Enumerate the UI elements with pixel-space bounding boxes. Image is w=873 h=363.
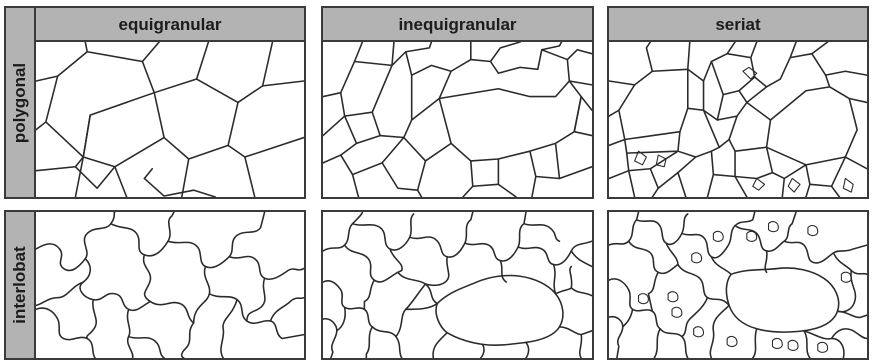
row-label-polygonal: polygonal [10, 62, 30, 142]
grain-texture-interlobat-seriat [609, 212, 867, 358]
grain-texture-interlobat-inequigranular [323, 212, 592, 358]
grain-texture-interlobat-equigranular [36, 212, 304, 358]
panel-interlobat-seriat [607, 210, 869, 360]
column-header-inequigranular: inequigranular [321, 6, 594, 42]
column-header-seriat: seriat [607, 6, 869, 42]
grain-texture-polygonal-seriat [609, 42, 867, 197]
panel-polygonal-inequigranular [321, 40, 594, 199]
grain-texture-polygonal-equigranular [36, 42, 304, 197]
row-label-interlobat: interlobat [10, 246, 30, 323]
panel-polygonal-seriat [607, 40, 869, 199]
row-header-polygonal: polygonal [4, 6, 34, 199]
grain-texture-polygonal-inequigranular [323, 42, 592, 197]
row-header-interlobat: interlobat [4, 210, 34, 360]
panel-interlobat-equigranular [34, 210, 306, 360]
column-header-equigranular: equigranular [34, 6, 306, 42]
panel-polygonal-equigranular [34, 40, 306, 199]
panel-interlobat-inequigranular [321, 210, 594, 360]
